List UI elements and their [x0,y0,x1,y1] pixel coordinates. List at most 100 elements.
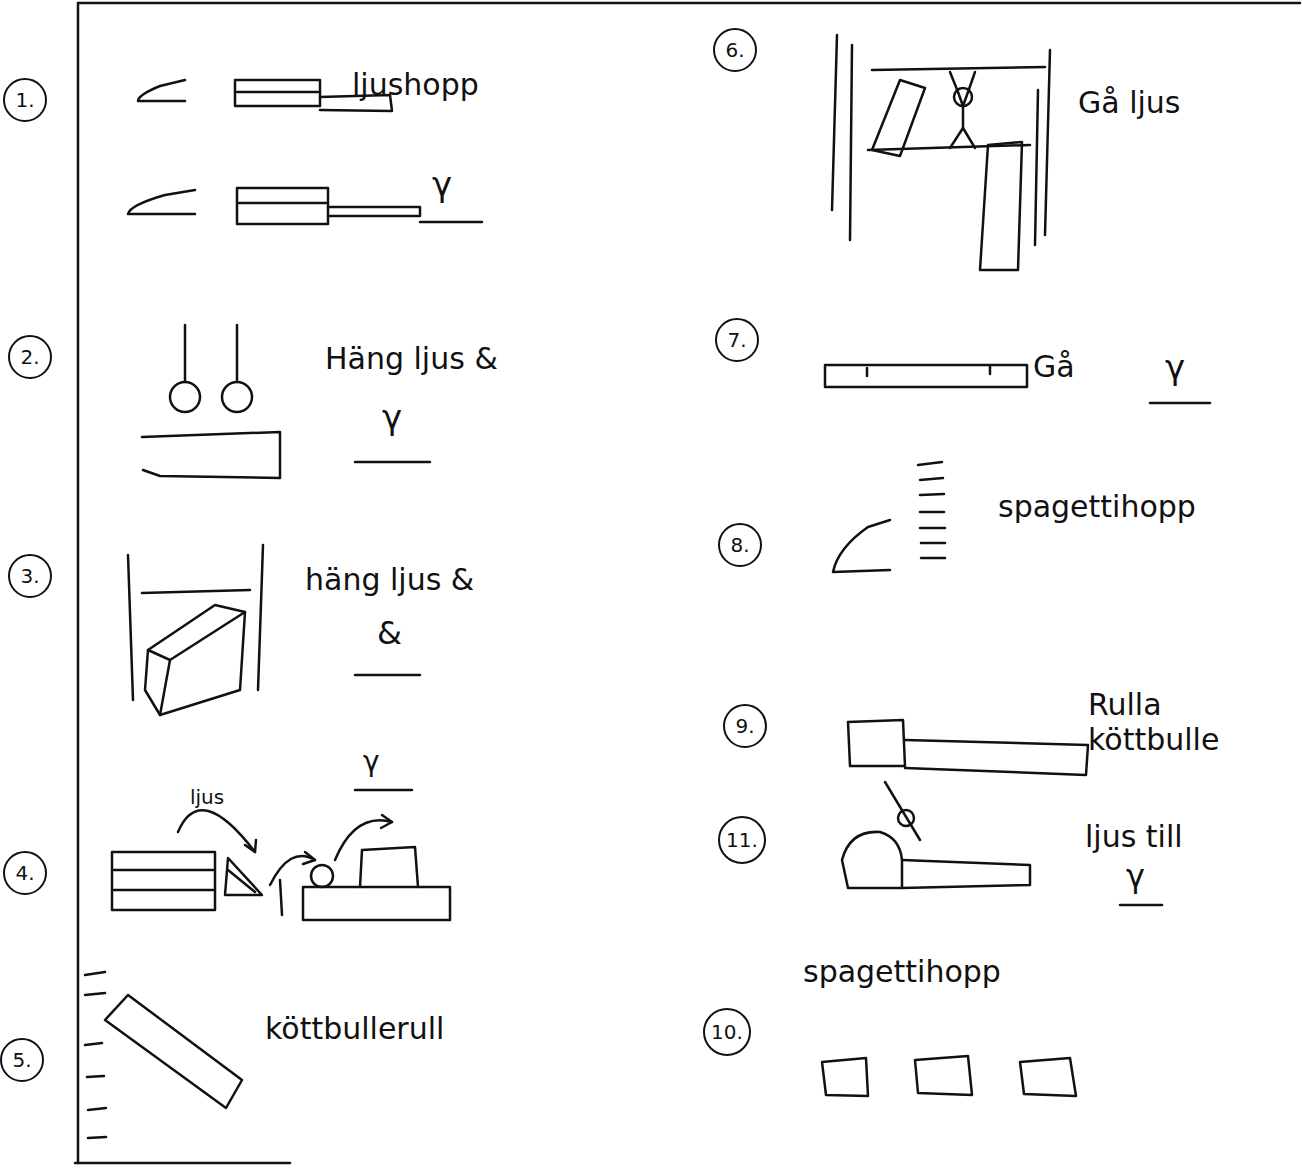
vault-box [239,202,326,205]
callout-number: 6. [713,28,757,72]
bar [872,67,1045,70]
ball [311,865,333,887]
callout-number: 3. [8,554,52,598]
box [360,847,418,887]
callout-number-text: 6. [725,40,744,60]
figure [950,72,963,106]
arrow [381,815,392,828]
mat [980,142,1022,270]
bar-post [258,545,263,690]
station-label: γ [382,398,402,437]
callout-number: 4. [3,851,47,895]
trampoline [128,190,195,214]
vault-box [235,80,320,106]
underline [1150,402,1210,405]
wall-bar [85,1043,102,1045]
mat [328,207,420,216]
station-label: köttbullerull [265,1012,444,1047]
underline [355,674,420,677]
callout-number-text: 5. [12,1050,31,1070]
bar-post [832,35,837,210]
callout-number: 2. [8,335,52,379]
pit [921,557,945,560]
box [915,1056,972,1095]
ring [170,382,200,412]
station-label: ljus [190,786,224,809]
figure [963,72,975,106]
vault-box [114,889,213,892]
wedge [225,858,262,895]
rope [885,782,920,840]
arrow [303,852,315,864]
underline [420,221,482,224]
pit [920,527,945,530]
callout-number-text: 8. [730,535,749,555]
callout-number: 11. [718,816,766,864]
callout-number-text: 2. [20,347,39,367]
callout-number-text: 11. [726,830,758,850]
bar-post [128,555,133,700]
callout-number: 8. [718,523,762,567]
station-label: Gå [1033,350,1075,385]
bar-post [850,45,852,240]
pit [921,542,945,545]
box [822,1058,868,1096]
vault-box [112,852,215,910]
arrow [270,856,315,885]
box [160,660,170,715]
station-label: γ [1126,858,1145,895]
callout-number-text: 1. [15,90,34,110]
vault-box [237,91,318,94]
frame-line [75,1162,290,1165]
callout-number: 9. [723,704,767,748]
station-label: γ [432,165,452,204]
wall-bar [88,1108,106,1110]
vault-box [237,188,328,224]
figure [898,810,914,826]
wall-bar [85,972,105,975]
ring-rope [236,325,239,382]
box [148,612,245,660]
bar [142,590,250,593]
box [1020,1058,1076,1096]
station-label: ljus till [1085,820,1183,855]
vault-box [114,869,213,872]
station-label: häng ljus & [305,563,474,598]
trampoline [138,80,185,101]
callout-number-text: 10. [711,1022,743,1042]
bar-post [1035,90,1038,245]
wedge [280,880,282,915]
station-label: spagettihopp [998,490,1196,525]
arrow [245,840,256,852]
station-label: Gå ljus [1078,86,1180,121]
mat [303,887,450,920]
mat [872,80,925,156]
beam [866,368,869,376]
figure [950,128,975,148]
pit [920,511,944,514]
trampoline [833,520,890,572]
frame-line [77,3,80,1163]
station-label: ljushopp [352,68,479,103]
wall-bar [87,1076,104,1077]
station-label: γ [1165,348,1185,387]
callout-number: 7. [715,318,759,362]
mat [905,740,1088,775]
beam [989,366,992,374]
beam [825,365,1027,387]
box [145,605,245,715]
mat [105,995,242,1108]
wedge [228,870,255,892]
frame-line [78,2,1300,5]
figure [962,106,965,128]
callout-number-text: 9. [735,716,754,736]
bar-post [1045,50,1050,235]
callout-number: 1. [3,78,47,122]
station-label: spagettihopp [803,955,1001,990]
underline [355,789,412,792]
callout-number-text: 4. [15,863,34,883]
arrow [178,810,255,852]
pit [920,478,943,480]
